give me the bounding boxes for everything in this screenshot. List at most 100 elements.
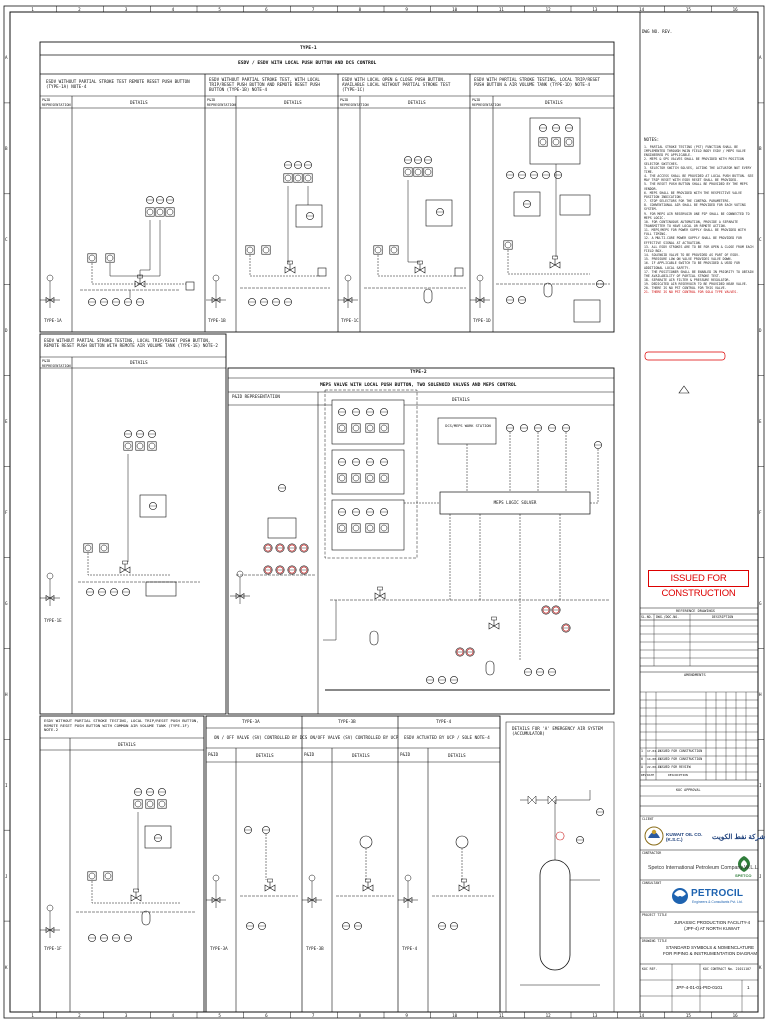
row-label: B [5,146,8,152]
row-label: D [5,328,8,334]
type3b-tag: TYPE-3B [306,946,324,951]
row-label: G [5,600,8,606]
type2-station-label: DCS/MEPS WORK STATION [445,424,491,428]
top-right-label: DWG NO. REV. [642,29,673,34]
type1d-col-pid: P&ID REPRESENTATION [472,98,501,107]
note-item: 5. THE RESET PUSH BUTTON SHALL BE PROVID… [644,182,748,191]
rev-header-desc: DESCRIPTION [668,773,688,777]
note-item: 10. FOR CONTINUOUS AUTOMATION, PROVIDE A… [644,219,739,228]
type1-subtitle: ESDV / ESDV WITH LOCAL PUSH BUTTON AND D… [238,61,377,66]
type1a-heading: ESDV WITHOUT PARTIAL STROKE TEST REMOTE … [46,79,190,89]
note-item: 15. PRESSURE LOW ON VALVE PROVIDES VALVE… [644,257,733,262]
type3b-col-pid: P&ID [304,752,315,757]
type1b-heading: ESDV WITHOUT PARTIAL STROKE TEST, WITH L… [209,77,320,92]
row-label: I [759,782,762,788]
note-item: 6. MEPS SHALL BE PROVIDED WITH THE RESPE… [644,190,742,199]
koc-logo-icon [644,826,664,846]
rev-value: 1 [747,985,750,990]
row-label: H [5,691,8,697]
koc-ref-label: KOC REF. [642,967,658,971]
client-name-en: KUWAIT OIL CO. (K.S.C.) [666,832,703,842]
rev-row-1-desc: ISSUED FOR CONSTRUCTION [658,749,703,753]
type1a-tag: TYPE-1A [44,318,62,323]
type1d-heading: ESDV WITH PARTIAL STROKE TESTING, LOCAL … [474,77,601,87]
notes-title: NOTES: [644,137,660,142]
type3a-title: TYPE-3A [242,719,260,724]
type4-tag: TYPE-4 [402,946,418,951]
spetco-name: SPETCO [735,873,752,878]
spetco-logo-icon [738,856,750,872]
column-label: 6 [265,7,268,12]
rev-row-3-date: 22-06-19 [647,765,662,769]
row-label: J [5,873,8,879]
column-label: 6 [265,1013,268,1018]
column-label: 16 [732,7,738,12]
row-label: C [759,237,762,243]
drawing-title: STANDARD SYMBOLS & NOMENCLATURE FOR PIPI… [663,945,757,956]
koc-approval: KOC APPROVAL [676,788,701,792]
type1d-tag: TYPE-1D [473,318,491,323]
note-item: 2. MEPS & SPS VALVES SHALL BE PROVIDED W… [644,157,744,166]
type2-col-pid: P&ID REPRESENTATION [232,394,280,399]
type1f-tag: TYPE-1F [44,946,62,951]
note-item: 19. DEDICATED AIR RESERVOIR TO BE PROVID… [644,282,748,287]
row-label: K [759,964,762,970]
column-label: 4 [171,1013,175,1018]
column-label: 2 [78,1013,81,1018]
ref-drawings-title: REFERENCE DRAWINGS [676,609,715,613]
type1f-heading: ESDV WITHOUT PARTIAL STROKE TESTING, LOC… [44,718,199,732]
column-label: 2 [78,7,81,12]
rev-row-2-desc: ISSUED FOR CONSTRUCTION [658,757,703,761]
type3b-subtitle: ON/OFF VALVE (SV) CONTROLLED BY UCP [310,735,399,740]
note-item: 12. A MULTI-CORE POWER SUPPLY SHALL BE P… [644,236,742,245]
drawing-label: DRAWING TITLE [642,939,667,943]
petrocil-sub: Engineers & Consultants Pvt. Ltd. [692,900,743,904]
doc-no: JPF-4-01-01-PID-0101 [676,985,723,990]
type1-title: TYPE-1 [300,46,317,51]
type1e-col-details: DETAILS [130,360,148,365]
note-item: 7. STOP SELECTORS FOR THE CONTROL PARAME… [644,199,731,204]
column-label: 1 [31,1013,34,1018]
column-label: 3 [124,7,128,12]
type1e-col-pid: P&ID REPRESENTATION [42,359,71,368]
rev-row-1-date: 17-04-21 [647,749,662,753]
row-label: I [5,782,8,788]
column-label: 10 [452,1013,458,1018]
type1a-col-pid: P&ID REPRESENTATION [42,98,71,107]
column-label: 4 [171,7,175,12]
note-item: 3. SELECTOR SWITCH SOLVES, ACTING THE AC… [644,165,752,174]
rev-row-2: 0 [641,757,643,761]
amendments-title: AMENDMENTS [684,673,706,677]
note-item: 13. ALL ESDV STROKES ARE TO BE FOR OPEN … [644,244,754,253]
type3a-subtitle: ON / OFF VALVE (SV) CONTROLLED BY DCS [214,735,308,740]
type1c-heading: ESDV WITH LOCAL OPEN & CLOSE PUSH BUTTON… [342,77,451,92]
column-label: 5 [218,1013,221,1018]
rev-row-3-desc: ISSUED FOR REVIEW [658,765,691,769]
note-item: 16. IF APPLICABLE SWITCH TO BE PROVIDED … [644,261,740,270]
column-label: 11 [498,1013,504,1018]
column-label: 7 [311,1013,315,1018]
column-label: 13 [592,7,598,12]
type2-title: TYPE-2 [410,370,427,375]
type1b-col-pid: P&ID REPRESENTATION [207,98,236,107]
type2-subtitle: MEPS VALVE WITH LOCAL PUSH BUTTON, TWO S… [320,383,517,388]
note-item: 4. THE ACCESS SHALL BE PROVIDED AT LOCAL… [644,174,754,183]
client-name-ar: شركة نفط الكويت [712,834,766,841]
column-label: 13 [592,1013,598,1018]
note-item: 11. MEPS/MEPS FOR POWER SUPPLY SHALL BE … [644,228,746,237]
rev-row-2-date: 14-08-19 [647,757,662,761]
contract-no: KOC CONTRACT No. 21011107 [703,967,751,971]
project-label: PROJECT TITLE [642,913,667,917]
column-label: 8 [358,1013,362,1018]
type1e-tag: TYPE-1E [44,618,62,623]
row-label: G [759,600,762,606]
type3a-tag: TYPE-3A [210,946,228,951]
type1c-col-pid: P&ID REPRESENTATION [340,98,369,107]
issued-for-construction-stamp: ISSUED FOR CONSTRUCTION [648,570,749,599]
type4-col-details: DETAILS [448,753,466,758]
rev-row-3: A [641,765,643,769]
type2-logic-solver: MEPS LOGIC SOLVER [493,500,537,505]
note-item: 20. THERE IS NO PST CONTROL FOR THIS VAL… [644,286,727,291]
details-a-title: DETAILS FOR 'A' EMERGENCY AIR SYSTEM (AC… [512,726,603,736]
